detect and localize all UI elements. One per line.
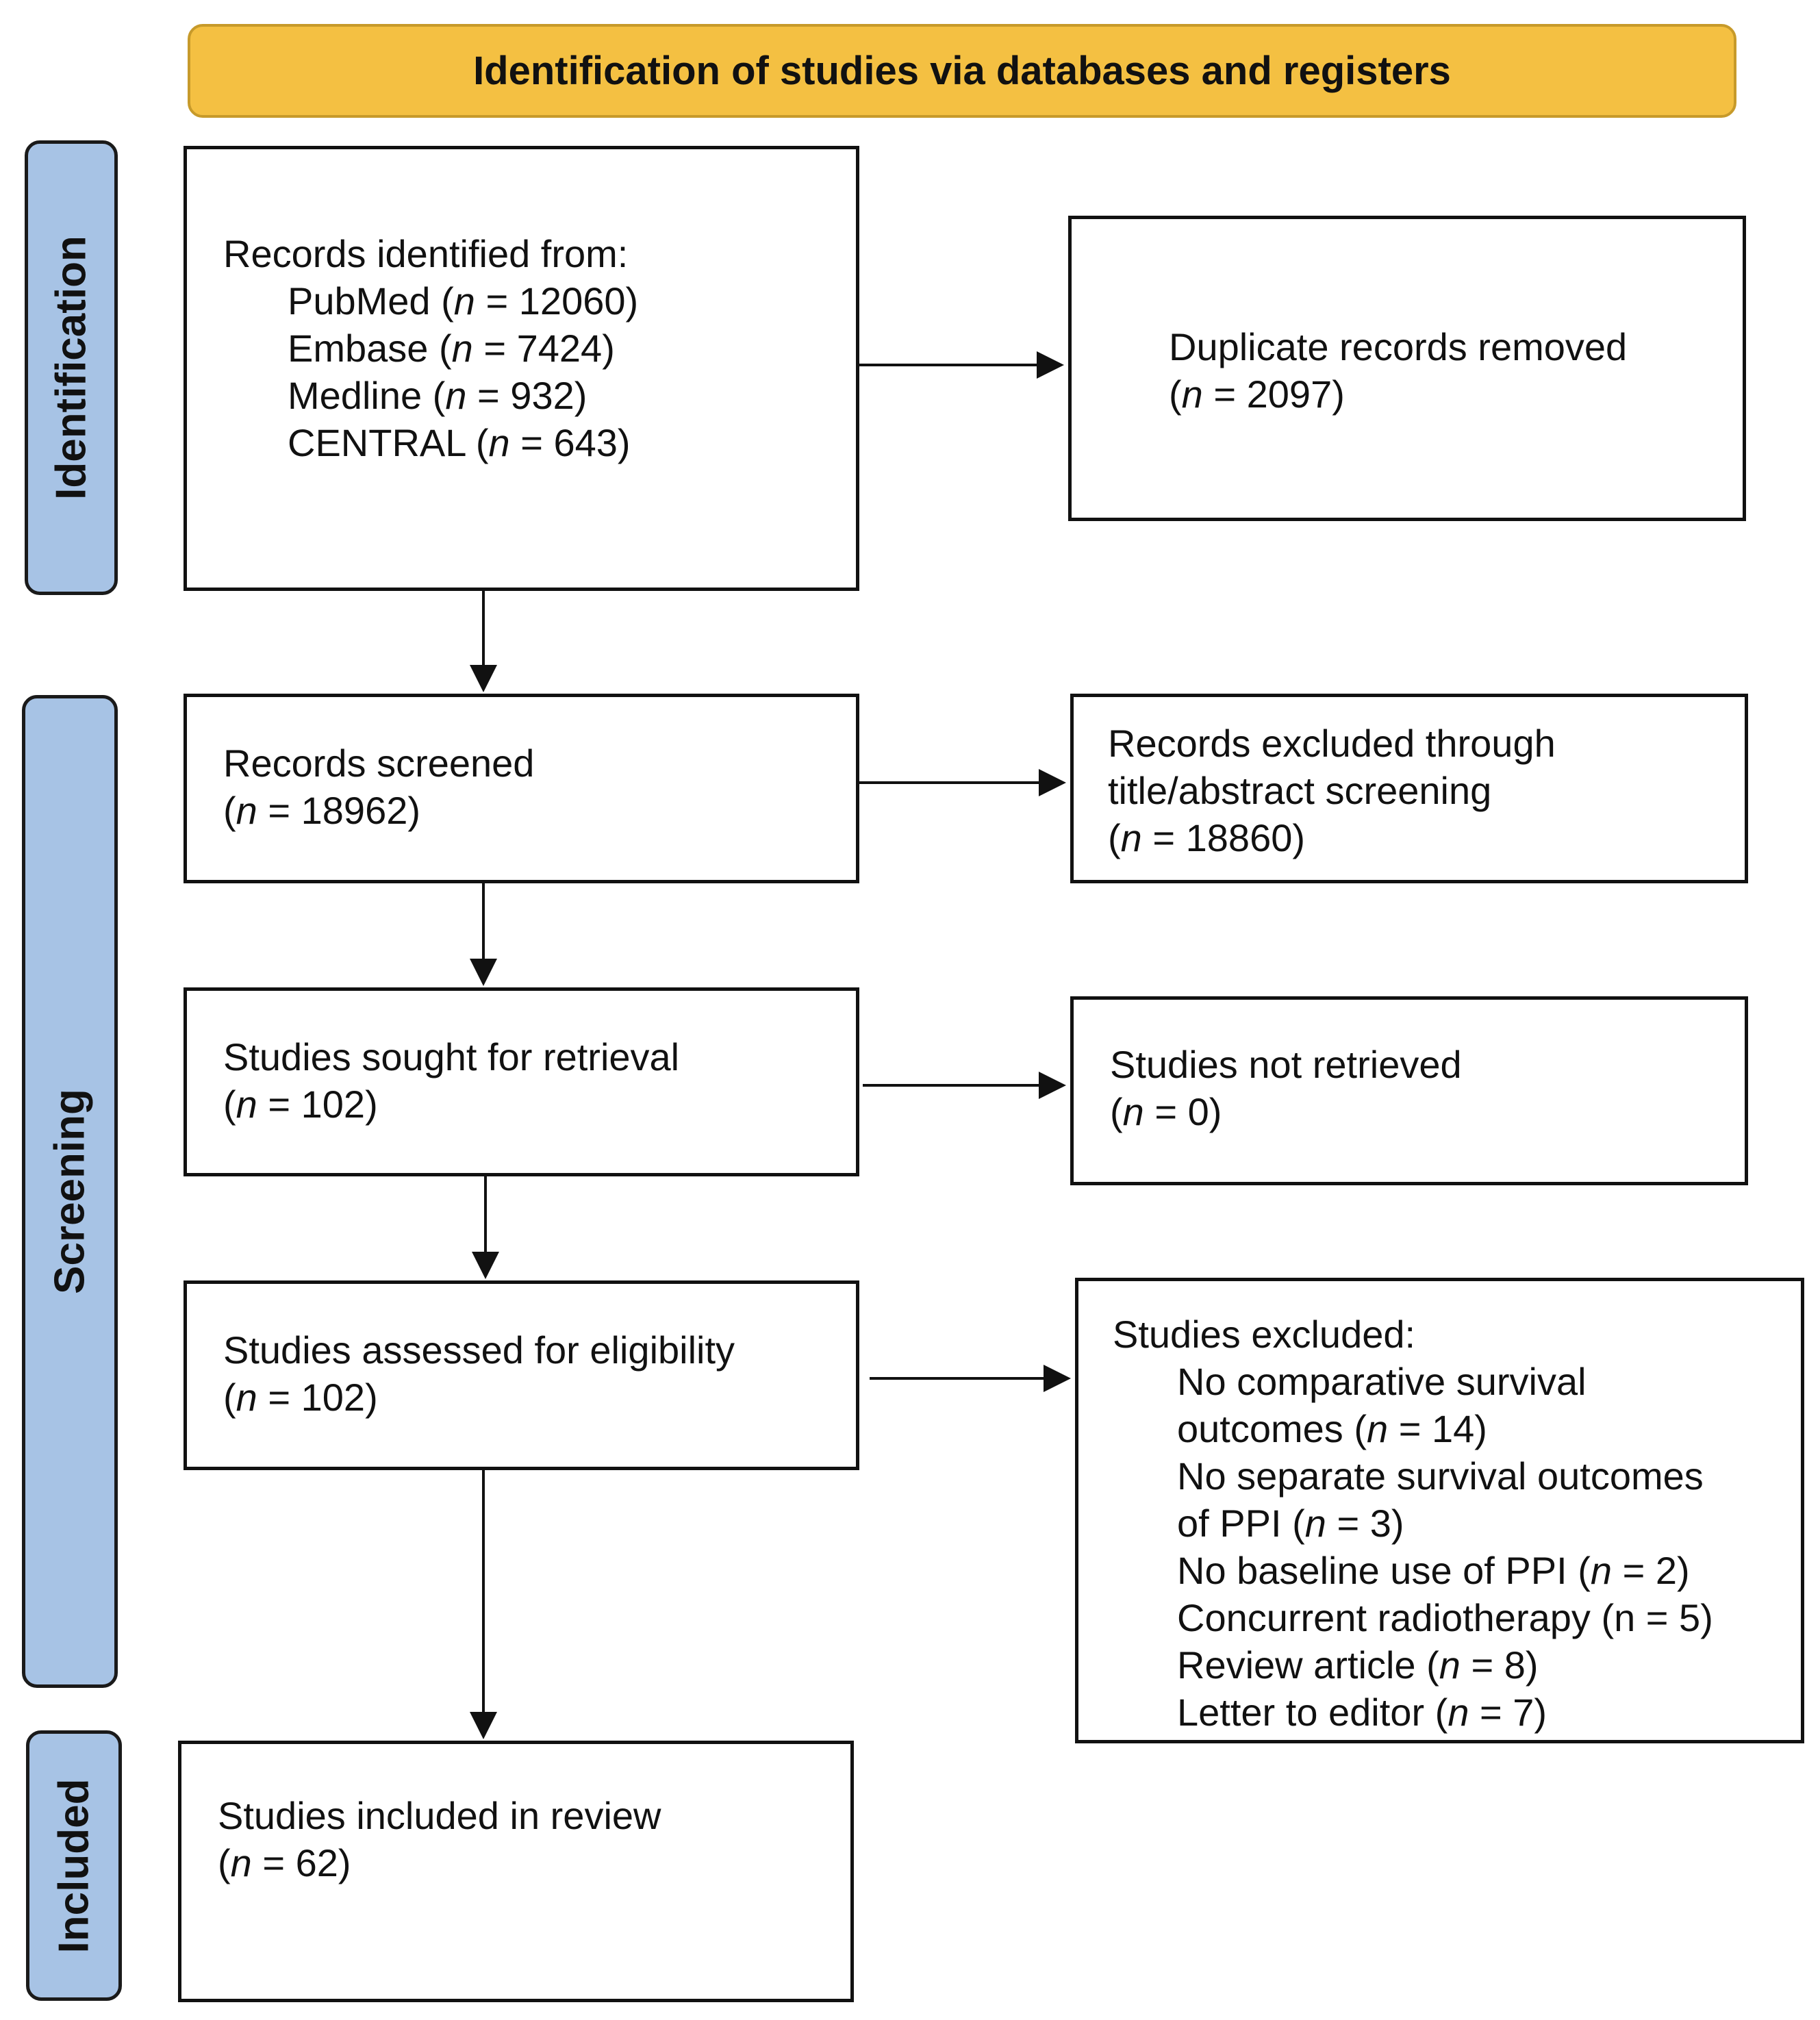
duplicates-removed-title: Duplicate records removed xyxy=(1169,325,1628,368)
source-medline: Medline (n = 932) xyxy=(288,374,587,417)
included-in-review-count: (n = 62) xyxy=(218,1841,351,1884)
records-screened-title: Records screened xyxy=(223,742,535,785)
exclusion-reason-2a: No separate survival outcomes xyxy=(1177,1454,1704,1498)
phase-identification: Identification xyxy=(25,140,118,595)
records-excluded-box: Records excluded through title/abstract … xyxy=(1070,694,1748,883)
included-in-review-box: Studies included in review (n = 62) xyxy=(178,1741,854,2002)
exclusion-reason-1b: outcomes (n = 14) xyxy=(1177,1407,1487,1450)
not-retrieved-title: Studies not retrieved xyxy=(1110,1043,1462,1086)
phase-included: Included xyxy=(26,1730,122,2001)
assessed-for-eligibility-box: Studies assessed for eligibility (n = 10… xyxy=(184,1280,859,1470)
sought-for-retrieval-box: Studies sought for retrieval (n = 102) xyxy=(184,987,859,1176)
exclusion-reason-1a: No comparative survival xyxy=(1177,1360,1587,1403)
assessed-for-eligibility-count: (n = 102) xyxy=(223,1376,378,1419)
assessed-for-eligibility-title: Studies assessed for eligibility xyxy=(223,1328,735,1372)
phase-screening: Screening xyxy=(22,695,118,1688)
sought-for-retrieval-title: Studies sought for retrieval xyxy=(223,1035,680,1078)
header-banner: Identification of studies via databases … xyxy=(188,24,1736,118)
records-excluded-line2: title/abstract screening xyxy=(1108,769,1492,812)
exclusion-reason-3: No baseline use of PPI (n = 2) xyxy=(1177,1549,1690,1592)
exclusion-reason-5: Review article (n = 8) xyxy=(1177,1643,1539,1687)
source-central: CENTRAL (n = 643) xyxy=(288,421,631,464)
duplicates-removed-count: (n = 2097) xyxy=(1169,373,1345,416)
records-identified-title: Records identified from: xyxy=(223,232,629,275)
duplicates-removed-box: Duplicate records removed (n = 2097) xyxy=(1068,216,1746,521)
studies-excluded-title: Studies excluded: xyxy=(1113,1313,1416,1356)
not-retrieved-box: Studies not retrieved (n = 0) xyxy=(1070,996,1748,1185)
not-retrieved-count: (n = 0) xyxy=(1110,1090,1222,1133)
exclusion-reason-2b: of PPI (n = 3) xyxy=(1177,1502,1404,1545)
source-pubmed: PubMed (n = 12060) xyxy=(288,279,639,323)
records-excluded-line1: Records excluded through xyxy=(1108,722,1556,765)
source-embase: Embase (n = 7424) xyxy=(288,327,615,370)
records-identified-box: Records identified from: PubMed (n = 120… xyxy=(184,146,859,591)
records-screened-count: (n = 18962) xyxy=(223,789,421,832)
header-title: Identification of studies via databases … xyxy=(473,49,1451,93)
sought-for-retrieval-count: (n = 102) xyxy=(223,1083,378,1126)
included-in-review-title: Studies included in review xyxy=(218,1794,661,1837)
exclusion-reason-6: Letter to editor (n = 7) xyxy=(1177,1691,1547,1734)
studies-excluded-box: Studies excluded: No comparative surviva… xyxy=(1075,1278,1804,1743)
records-excluded-count: (n = 18860) xyxy=(1108,816,1306,859)
records-screened-box: Records screened (n = 18962) xyxy=(184,694,859,883)
exclusion-reason-4: Concurrent radiotherapy (n = 5) xyxy=(1177,1596,1713,1639)
